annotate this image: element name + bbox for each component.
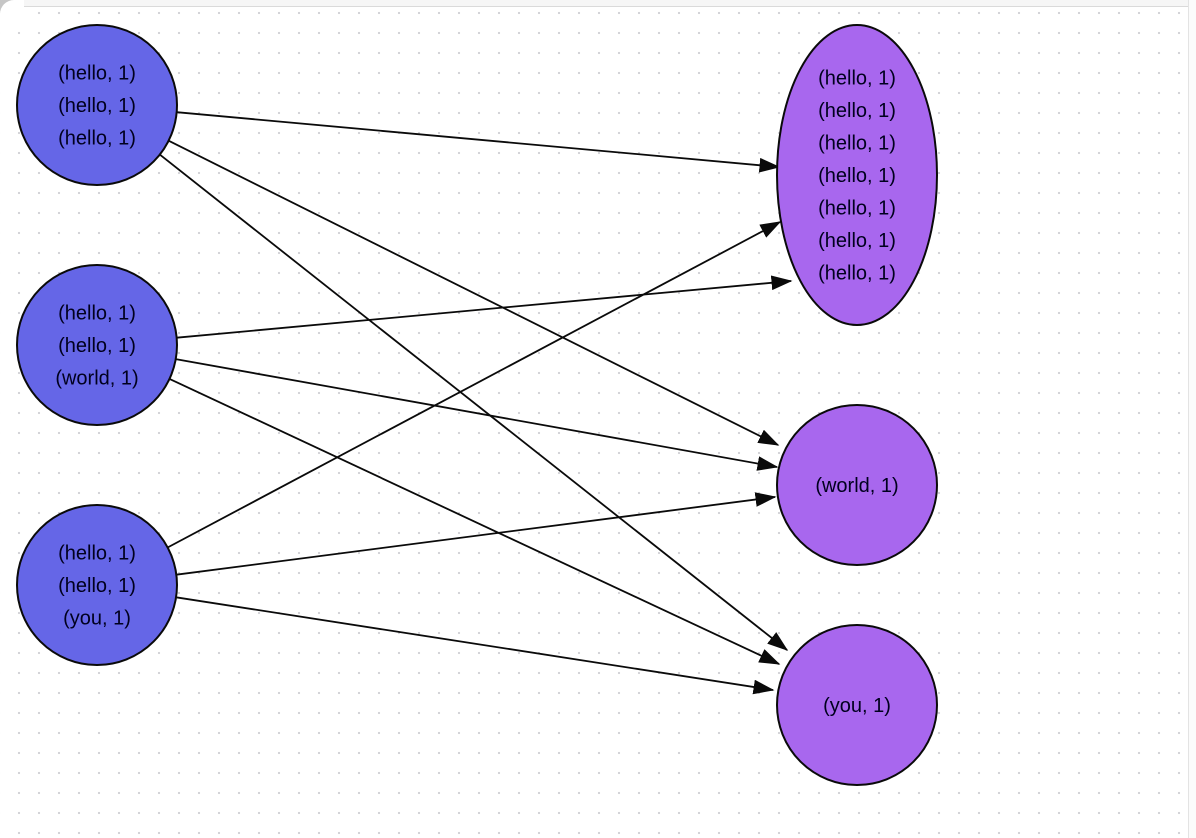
node-shape-reducer[interactable]	[776, 404, 938, 566]
node-label-line: (hello, 1)	[58, 303, 136, 325]
edge-map2-reduce-world[interactable]	[175, 358, 779, 471]
node-label-line: (hello, 1)	[58, 128, 136, 150]
node-label: (hello, 1) (hello, 1) (hello, 1) (hello, 1)…	[818, 68, 896, 285]
node-shape-reducer[interactable]	[776, 24, 938, 326]
node-label: (hello, 1) (hello, 1) (you, 1)	[58, 543, 136, 630]
edge-map3-reduce-hello[interactable]	[167, 221, 782, 549]
node-label-line: (hello, 1)	[818, 230, 896, 252]
node-label-line: (hello, 1)	[58, 335, 136, 357]
node-label-line: (hello, 1)	[818, 68, 896, 90]
node-label-line: (world, 1)	[55, 368, 138, 390]
node-label-line: (hello, 1)	[58, 63, 136, 85]
node-label: (hello, 1) (hello, 1) (hello, 1)	[58, 63, 136, 150]
node-label-line: (world, 1)	[815, 475, 898, 497]
node-label: (you, 1)	[823, 695, 891, 717]
node-shape-mapper[interactable]	[16, 264, 178, 426]
node-label-line: (hello, 1)	[818, 133, 896, 155]
edge-map3-reduce-you[interactable]	[175, 596, 775, 695]
window-top-border	[0, 0, 1189, 7]
node-label-line: (hello, 1)	[818, 198, 896, 220]
node-map2[interactable]: (hello, 1) (hello, 1) (world, 1)	[16, 264, 178, 426]
node-shape-mapper[interactable]	[16, 24, 178, 186]
node-reduce-you[interactable]: (you, 1)	[776, 624, 938, 786]
edge-map1-reduce-world[interactable]	[168, 139, 780, 446]
node-shape-mapper[interactable]	[16, 504, 178, 666]
edge-map2-reduce-hello[interactable]	[176, 275, 793, 339]
window-corner	[0, 0, 24, 24]
edge-layer	[159, 111, 793, 695]
node-reduce-hello[interactable]: (hello, 1) (hello, 1) (hello, 1) (hello, 1)…	[776, 24, 938, 326]
node-label-line: (hello, 1)	[58, 543, 136, 565]
node-label-line: (hello, 1)	[818, 165, 896, 187]
edge-map1-reduce-hello[interactable]	[176, 111, 781, 173]
node-label-line: (hello, 1)	[58, 95, 136, 117]
node-label-line: (hello, 1)	[58, 575, 136, 597]
node-label: (world, 1)	[815, 475, 898, 497]
node-label-line: (you, 1)	[63, 608, 131, 630]
edge-map2-reduce-you[interactable]	[169, 378, 781, 665]
edge-map3-reduce-world[interactable]	[176, 492, 777, 576]
edge-map1-reduce-you[interactable]	[159, 153, 789, 651]
node-shape-reducer[interactable]	[776, 624, 938, 786]
node-label-line: (you, 1)	[823, 695, 891, 717]
scrollbar-gutter	[1188, 0, 1196, 838]
node-map3[interactable]: (hello, 1) (hello, 1) (you, 1)	[16, 504, 178, 666]
node-map1[interactable]: (hello, 1) (hello, 1) (hello, 1)	[16, 24, 178, 186]
node-reduce-world[interactable]: (world, 1)	[776, 404, 938, 566]
node-label-line: (hello, 1)	[818, 100, 896, 122]
node-label: (hello, 1) (hello, 1) (world, 1)	[55, 303, 138, 390]
node-label-line: (hello, 1)	[818, 263, 896, 285]
